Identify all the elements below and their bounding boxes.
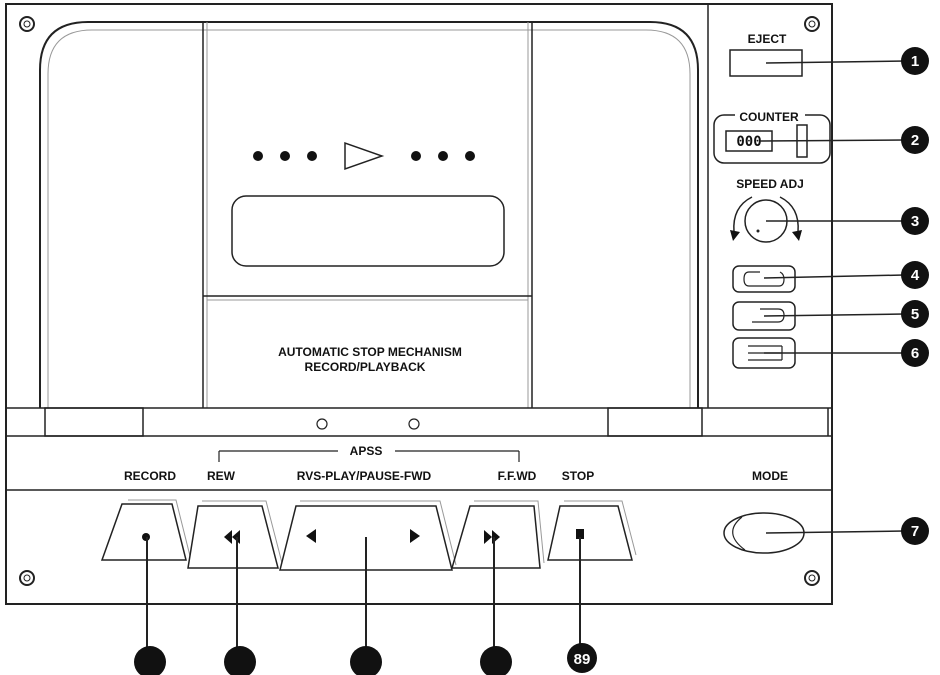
speed-arc-right [779,196,799,233]
fast-forward-icon [484,530,492,544]
callout-rew [224,537,256,675]
callout-record [134,537,166,675]
record-label: RECORD [124,469,176,483]
play-triangle-icon [344,141,385,171]
callout-1: 1 [765,47,929,75]
mode-button-edge [732,516,746,551]
callout-5: 5 [763,300,929,328]
svg-text:6: 6 [911,345,919,362]
indicator-dot [411,151,421,161]
speed-knob-mark [756,229,760,233]
callout-play [350,537,382,675]
indicator-dot [280,151,290,161]
outer-panel [5,3,833,605]
callout-4: 4 [763,261,929,289]
arrow-right-icon [792,230,802,241]
screw-bottom-right-icon [804,570,820,586]
callout-7: 7 [765,517,929,545]
tape-window [231,195,505,267]
stop-button[interactable] [547,500,637,561]
counter-value: 000 [736,134,761,150]
svg-text:5: 5 [911,306,919,323]
speed-arc-left [733,196,753,233]
arrow-left-icon [730,230,740,241]
screw-bottom-left-icon [19,570,35,586]
stop-label: STOP [562,469,594,483]
reverse-play-icon [306,529,316,543]
screw-top-right-icon [804,16,820,32]
apss-bracket: APSS [218,444,520,462]
counter-label: COUNTER [739,110,799,124]
svg-text:4: 4 [911,267,920,284]
svg-text:1: 1 [911,53,919,70]
indicator-dot [307,151,317,161]
callout-2: 2 [759,126,929,154]
cassette-door [39,21,699,408]
svg-text:2: 2 [911,132,919,149]
door-latch-right [607,407,703,437]
callout-stop: 89 [567,537,597,673]
indicator-dot [253,151,263,161]
svg-text:89: 89 [574,651,591,668]
strip-hole-right-icon [408,418,420,430]
speed-adj-label: SPEED ADJ [736,177,804,191]
rvs-play-label: RVS-PLAY/PAUSE-FWD [297,469,432,483]
mechanism-label-line2: RECORD/PLAYBACK [305,360,426,374]
direction-indicator [253,141,475,171]
indicator-dot [465,151,475,161]
counter-label-mask [735,110,805,122]
stop-square-icon [576,529,584,539]
rew-button[interactable] [187,500,283,569]
cassette-door-inner [47,29,691,408]
rew-label: REW [207,469,236,483]
mode-label: MODE [752,469,788,483]
eject-label: EJECT [748,32,787,46]
rvs-play-pause-fwd-button[interactable] [279,500,457,571]
svg-text:7: 7 [911,523,919,540]
screw-top-left-icon [19,16,35,32]
apss-label: APSS [350,444,383,458]
ffwd-label: F.F.WD [498,469,537,483]
forward-play-icon [410,529,420,543]
callout-6: 6 [764,339,929,367]
direction-mode-button-4[interactable] [732,265,796,293]
ffwd-button[interactable] [451,500,545,569]
callout-ffwd [480,537,512,675]
indicator-dot [438,151,448,161]
door-latch-left [44,407,144,437]
callout-3: 3 [766,207,929,235]
strip-hole-left-icon [316,418,328,430]
one-way-loop-icon [743,271,785,287]
svg-text:3: 3 [911,213,919,230]
mechanism-label-line1: AUTOMATIC STOP MECHANISM [278,345,462,359]
rewind-icon-2 [224,530,232,544]
